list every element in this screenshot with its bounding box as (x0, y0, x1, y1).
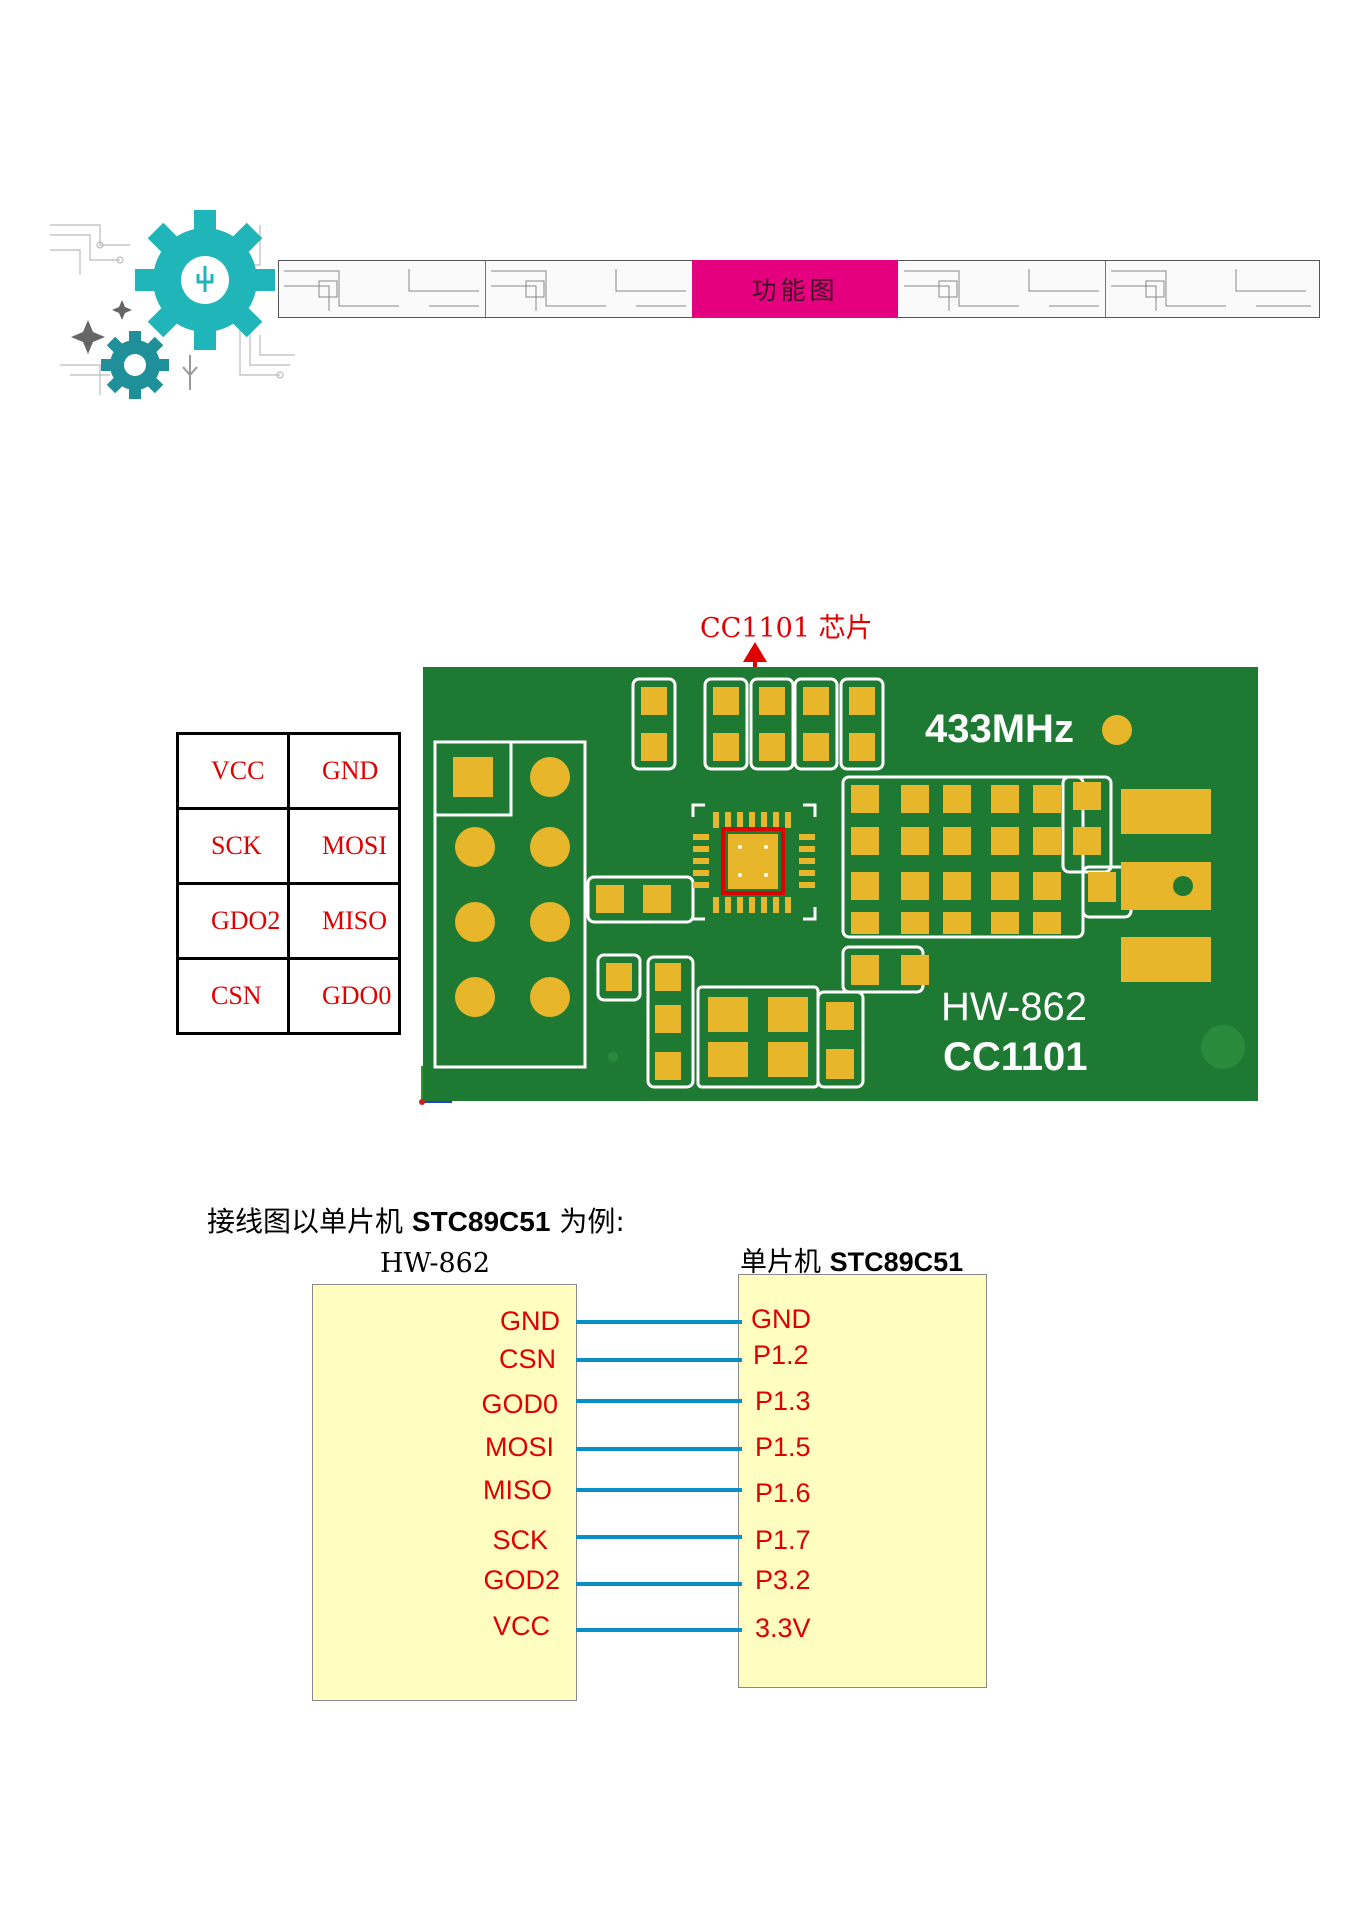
module-pin-label: SCK (492, 1525, 548, 1555)
pin-cell: MOSI (287, 807, 401, 885)
banner-circuit-segment (1106, 261, 1312, 317)
pin-table: VCC GND SCK MOSI GDO2 MISO CSN GDO0 (176, 732, 401, 1035)
connection-wire (576, 1447, 742, 1451)
module-pin-label: GOD0 (481, 1389, 558, 1419)
chip-callout-label: CC1101 芯片 (700, 613, 873, 644)
pcb-board: 433MHz HW-862 CC1101 (423, 667, 1258, 1101)
pcb-layout-graphic (433, 677, 1245, 1089)
banner-circuit-segment (279, 261, 486, 317)
pin-cell: CSN (176, 957, 290, 1035)
mcu-pin-label: P1.3 (755, 1386, 811, 1416)
wiring-caption-prefix: 接线图以单片机 (207, 1205, 412, 1238)
mcu-pin-label: P3.2 (755, 1565, 811, 1595)
pin-cell: VCC (176, 732, 290, 810)
connection-wire (576, 1535, 742, 1539)
mcu-pin-label: P1.7 (755, 1525, 811, 1555)
mcu-pin-label: 3.3V (755, 1613, 811, 1643)
pcb-frequency-label: 433MHz (925, 707, 1074, 751)
module-pin-label: VCC (492, 1611, 550, 1641)
module-pin-label: MISO (482, 1475, 552, 1505)
mcu-pin-label: P1.6 (755, 1478, 811, 1508)
pcb-model-label: HW-862 (941, 985, 1087, 1029)
axis-marker-icon (419, 1066, 452, 1105)
pin-cell: MISO (287, 882, 401, 960)
connection-wire (576, 1320, 742, 1324)
mcu-pin-label: GND (751, 1304, 811, 1334)
gear-logo-icon (50, 210, 295, 399)
wiring-caption-suffix: 为例: (550, 1205, 625, 1238)
wiring-caption-mcu: STC89C51 (411, 1206, 551, 1237)
mcu-title-name: STC89C51 (829, 1247, 964, 1277)
connection-wire (576, 1399, 742, 1403)
module-pin-label: CSN (498, 1344, 556, 1374)
mcu-box (738, 1274, 987, 1688)
pcb-chip-label: CC1101 (943, 1035, 1088, 1079)
pin-cell: GND (287, 732, 401, 810)
connection-wire (576, 1582, 742, 1586)
banner-circuit-segment (486, 261, 693, 317)
module-pin-label: MOSI (484, 1432, 554, 1462)
connection-wire (576, 1358, 742, 1362)
connection-wire (576, 1628, 742, 1632)
mcu-title-prefix: 单片机 (740, 1247, 830, 1278)
pin-cell: SCK (176, 807, 290, 885)
section-title: 功能图 (692, 260, 898, 318)
module-box-title: HW-862 (380, 1248, 490, 1279)
wiring-caption: 接线图以单片机 STC89C51 为例: (207, 1200, 625, 1240)
mcu-pin-label: P1.5 (755, 1432, 811, 1462)
pin-cell: GDO0 (287, 957, 401, 1035)
mcu-pin-label: P1.2 (753, 1340, 809, 1370)
mcu-box-title: 单片机 STC89C51 (740, 1240, 963, 1279)
pin-cell: GDO2 (176, 882, 290, 960)
module-pin-label: GND (500, 1306, 560, 1336)
connection-wire (576, 1488, 742, 1492)
module-pin-label: GOD2 (483, 1565, 560, 1595)
module-box (312, 1284, 577, 1701)
banner-circuit-segment (899, 261, 1106, 317)
